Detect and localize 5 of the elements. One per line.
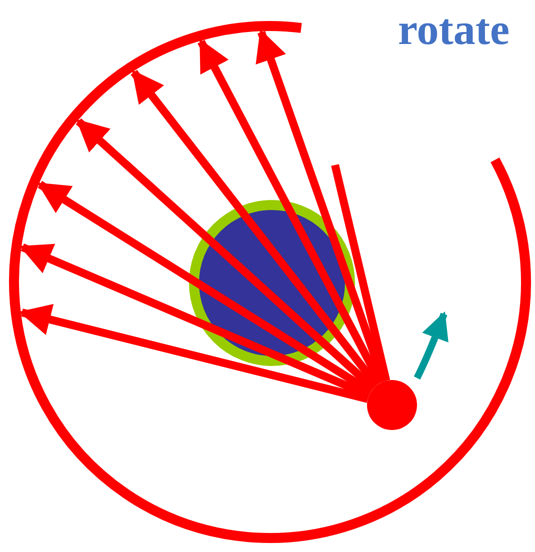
rotate-label: rotate bbox=[398, 5, 510, 54]
ray-arrow bbox=[18, 304, 369, 403]
ray-line bbox=[331, 164, 390, 382]
ray-arrow bbox=[130, 70, 380, 388]
detector-arc bbox=[9, 21, 531, 543]
